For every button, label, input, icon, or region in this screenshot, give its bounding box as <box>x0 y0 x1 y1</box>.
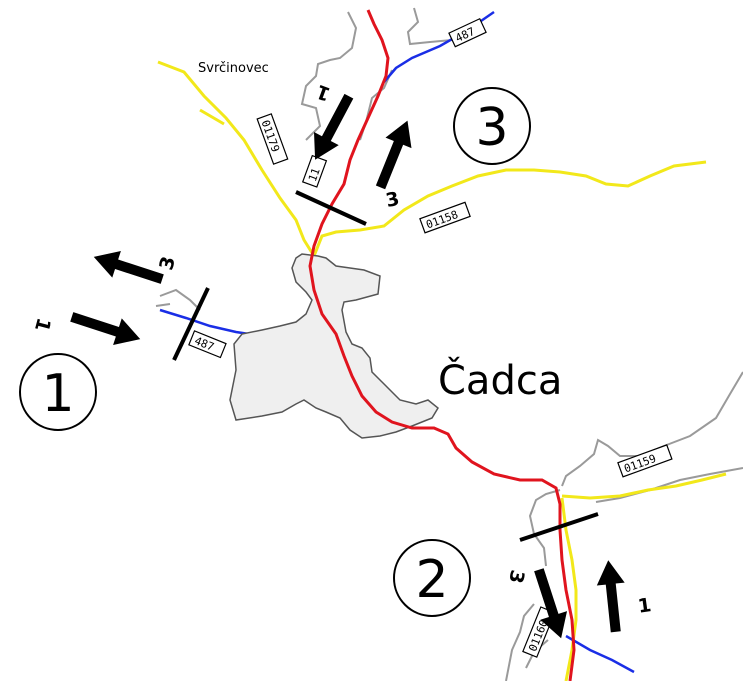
main-road-red <box>308 9 576 681</box>
dir-label-south-in: 3 <box>504 568 528 586</box>
dir-label-west-in: 1 <box>30 315 55 333</box>
arrow-south-out <box>594 558 630 634</box>
dir-label-west-out: 3 <box>155 254 180 272</box>
road-label-01158: 01158 <box>419 201 471 234</box>
village-name: Svrčinovec <box>198 61 269 76</box>
town-area-cadca <box>229 253 439 439</box>
dir-label-north-out: 3 <box>384 188 402 212</box>
station-1-number: 1 <box>41 364 74 424</box>
section-bar-1 <box>172 287 210 361</box>
dir-label-south-out: 1 <box>637 594 653 618</box>
arrow-west-out <box>89 243 167 293</box>
road-label-487-top: 487 <box>448 17 487 48</box>
road-label-01159: 01159 <box>617 444 673 478</box>
count-sections <box>172 190 599 542</box>
minor-roads <box>157 60 727 681</box>
station-2-number: 2 <box>415 550 448 610</box>
station-3-number: 3 <box>475 98 508 158</box>
svg-text:11: 11 <box>306 166 323 183</box>
dir-label-north-in: 1 <box>313 80 333 105</box>
arrow-north-out <box>367 115 421 193</box>
station-1: 1 <box>19 353 97 431</box>
road-label-11: 11 <box>301 154 328 188</box>
road-label-01179: 01179 <box>256 113 289 165</box>
station-2: 2 <box>393 539 471 617</box>
road-label-487-west: 487 <box>188 330 227 359</box>
direction-labels: 3 1 1 3 3 1 <box>30 80 653 618</box>
town-name: Čadca <box>438 356 562 404</box>
section-bar-2 <box>519 512 599 542</box>
station-3: 3 <box>453 87 531 165</box>
section-bar-3 <box>295 190 367 226</box>
local-roads <box>155 7 743 681</box>
arrow-west-in <box>67 303 145 353</box>
